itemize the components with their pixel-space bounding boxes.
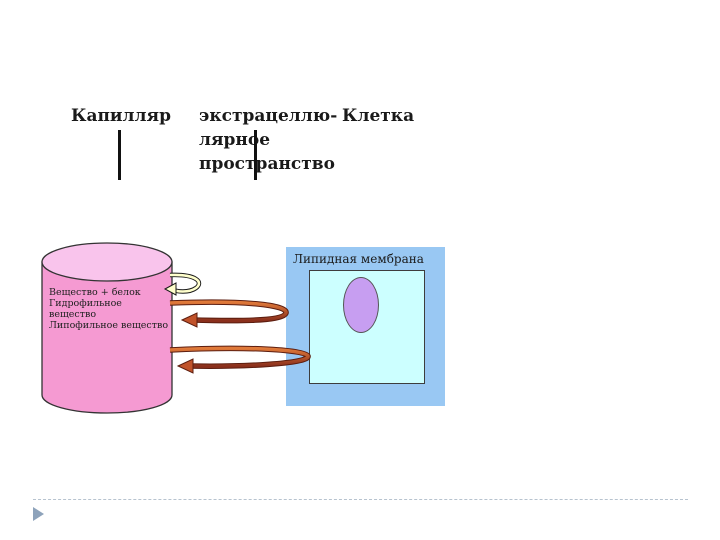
extracellular-pointer-line bbox=[254, 130, 257, 180]
capillary-text-line: Липофильное вещество bbox=[49, 320, 169, 331]
extracellular-label-line-1: экстрацеллю- bbox=[199, 106, 338, 126]
extracellular-label-line-2: лярное bbox=[199, 130, 271, 150]
slide-divider bbox=[33, 499, 688, 500]
cell-nucleus bbox=[343, 277, 379, 333]
capillary-text-line: Гидрофильное bbox=[49, 298, 122, 309]
loop-arrow-hydrophilic bbox=[169, 299, 289, 328]
capillary-label: Капилляр bbox=[71, 106, 171, 126]
capillary-text-line: Вещество + белок bbox=[49, 287, 141, 298]
capillary-cylinder bbox=[41, 242, 173, 414]
loop-arrow-lipophilic bbox=[169, 345, 311, 374]
capillary-contents-text: Вещество + белок Гидрофильное вещество Л… bbox=[49, 287, 168, 331]
capillary-pointer-line bbox=[118, 130, 121, 180]
extracellular-space-label: экстрацеллю- лярное пространство bbox=[199, 104, 337, 176]
capillary-text-line: вещество bbox=[49, 309, 97, 320]
extracellular-label-line-3: пространство bbox=[199, 154, 335, 174]
cell-label: Клетка bbox=[342, 106, 415, 126]
membrane-label: Липидная мембрана bbox=[293, 252, 424, 266]
loop-arrow-protein bbox=[163, 272, 202, 296]
play-triangle-icon bbox=[33, 507, 44, 521]
